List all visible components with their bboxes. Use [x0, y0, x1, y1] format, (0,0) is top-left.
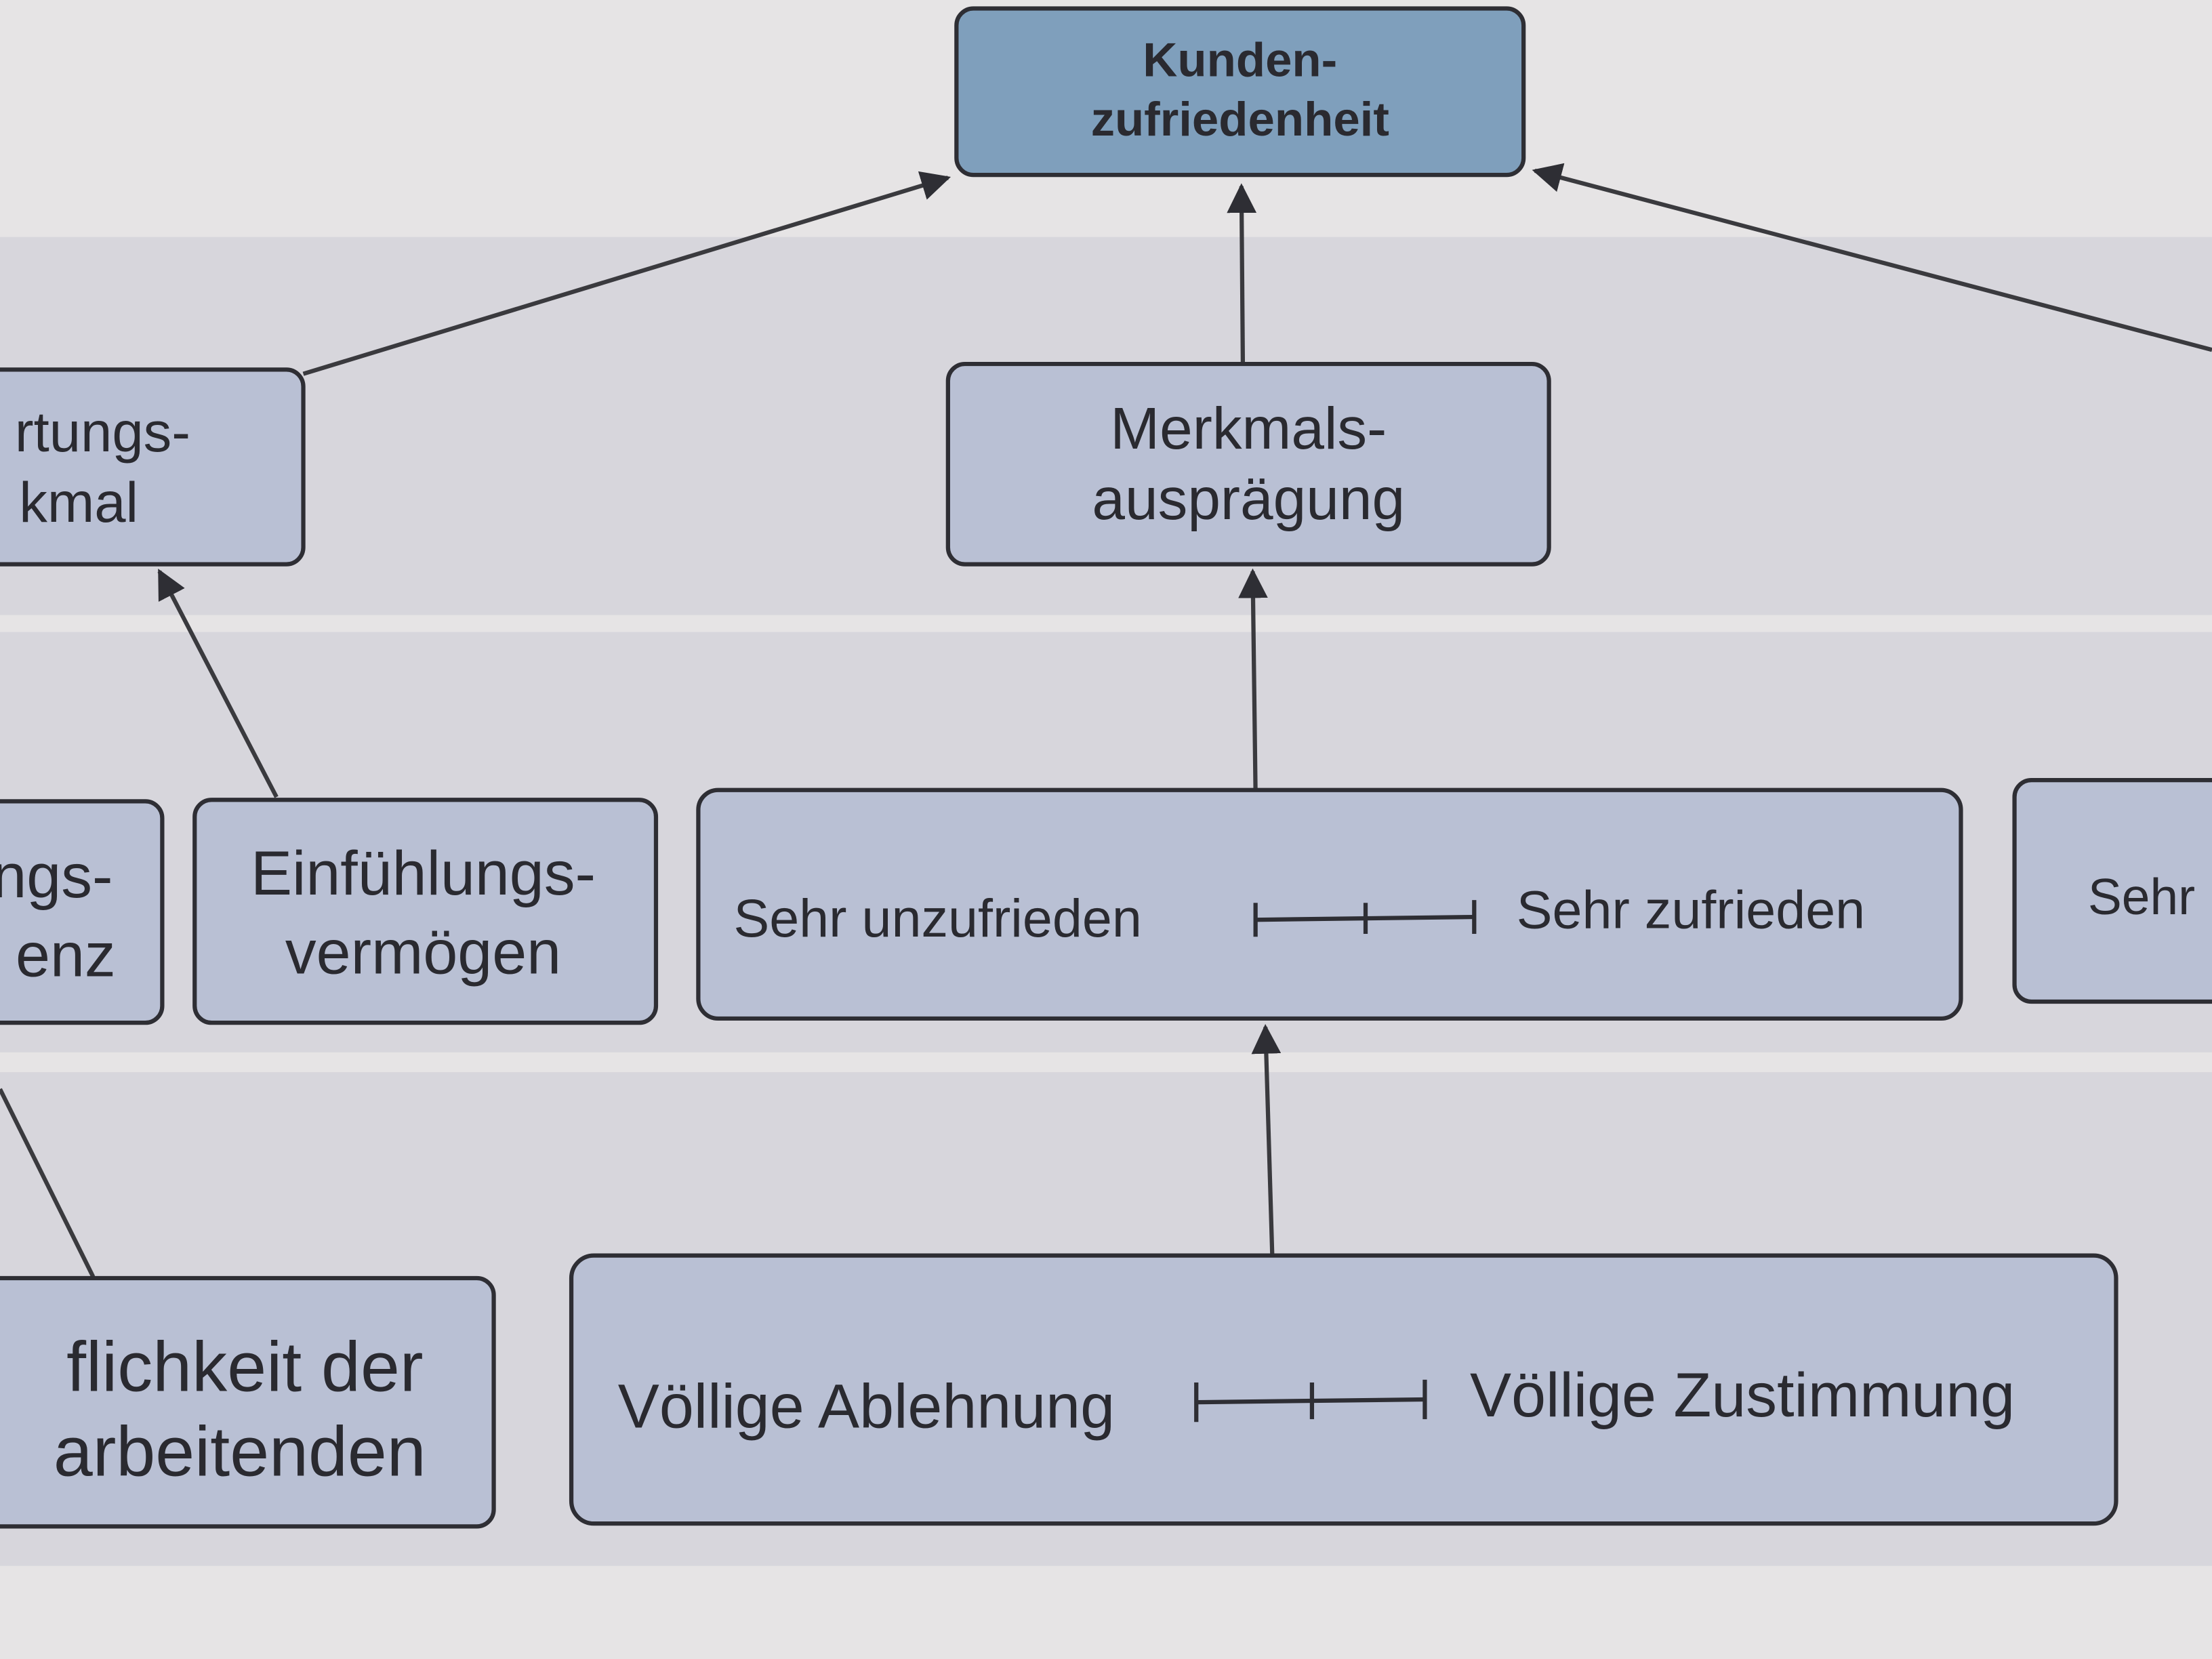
right-partial-box-l3	[2012, 778, 2212, 1004]
arrow-empathy-to-left	[157, 569, 279, 798]
top-line1: Kunden-	[1143, 33, 1337, 86]
left-feature-box	[0, 367, 306, 567]
agreement-scale-box	[569, 1253, 2118, 1526]
customer-satisfaction-box	[954, 6, 1526, 178]
arrow-agreement-to-scale	[1251, 1024, 1282, 1263]
left-partial-box-l4	[0, 1275, 496, 1529]
empathy-line2: vermögen	[285, 918, 561, 987]
agreement-left-label: Völlige Ablehnung	[618, 1372, 1115, 1441]
left-feature-line1: rtungs-	[15, 401, 190, 464]
agreement-right-label: Völlige Zustimmung	[1470, 1361, 2015, 1430]
arrow-left-to-top	[302, 171, 951, 376]
scale-right-label: Sehr zufrieden	[1517, 880, 1865, 940]
agreement-scale-line-icon	[1194, 1379, 1427, 1422]
arrow-center-to-top	[1227, 183, 1257, 365]
top-line2: zufriedenheit	[1091, 92, 1389, 146]
merkmal-line2: ausprägung	[1092, 466, 1405, 532]
scale-line-icon	[1253, 900, 1477, 937]
empathy-box	[192, 798, 659, 1025]
left-partial-l3-line1: ngs-	[0, 842, 113, 911]
left-partial-l4-line1: flichkeit der	[66, 1328, 423, 1406]
right-partial-l3-label: Sehr	[2088, 868, 2195, 925]
left-partial-l3-line2: enz	[16, 920, 116, 989]
connector-left-bottom	[0, 1088, 96, 1278]
left-feature-line2: kmal	[19, 471, 138, 534]
satisfaction-scale-box	[696, 787, 1963, 1021]
merkmal-box	[945, 361, 1551, 567]
arrow-scale-to-merkmal	[1238, 568, 1268, 793]
left-partial-l4-line2: arbeitenden	[54, 1412, 426, 1491]
scale-left-label: Sehr unzufrieden	[733, 888, 1141, 948]
empathy-line1: Einfühlungs-	[251, 839, 596, 908]
arrow-right-to-top	[1532, 163, 2212, 352]
left-partial-box-l3	[0, 799, 165, 1025]
merkmal-line1: Merkmals-	[1110, 395, 1387, 462]
